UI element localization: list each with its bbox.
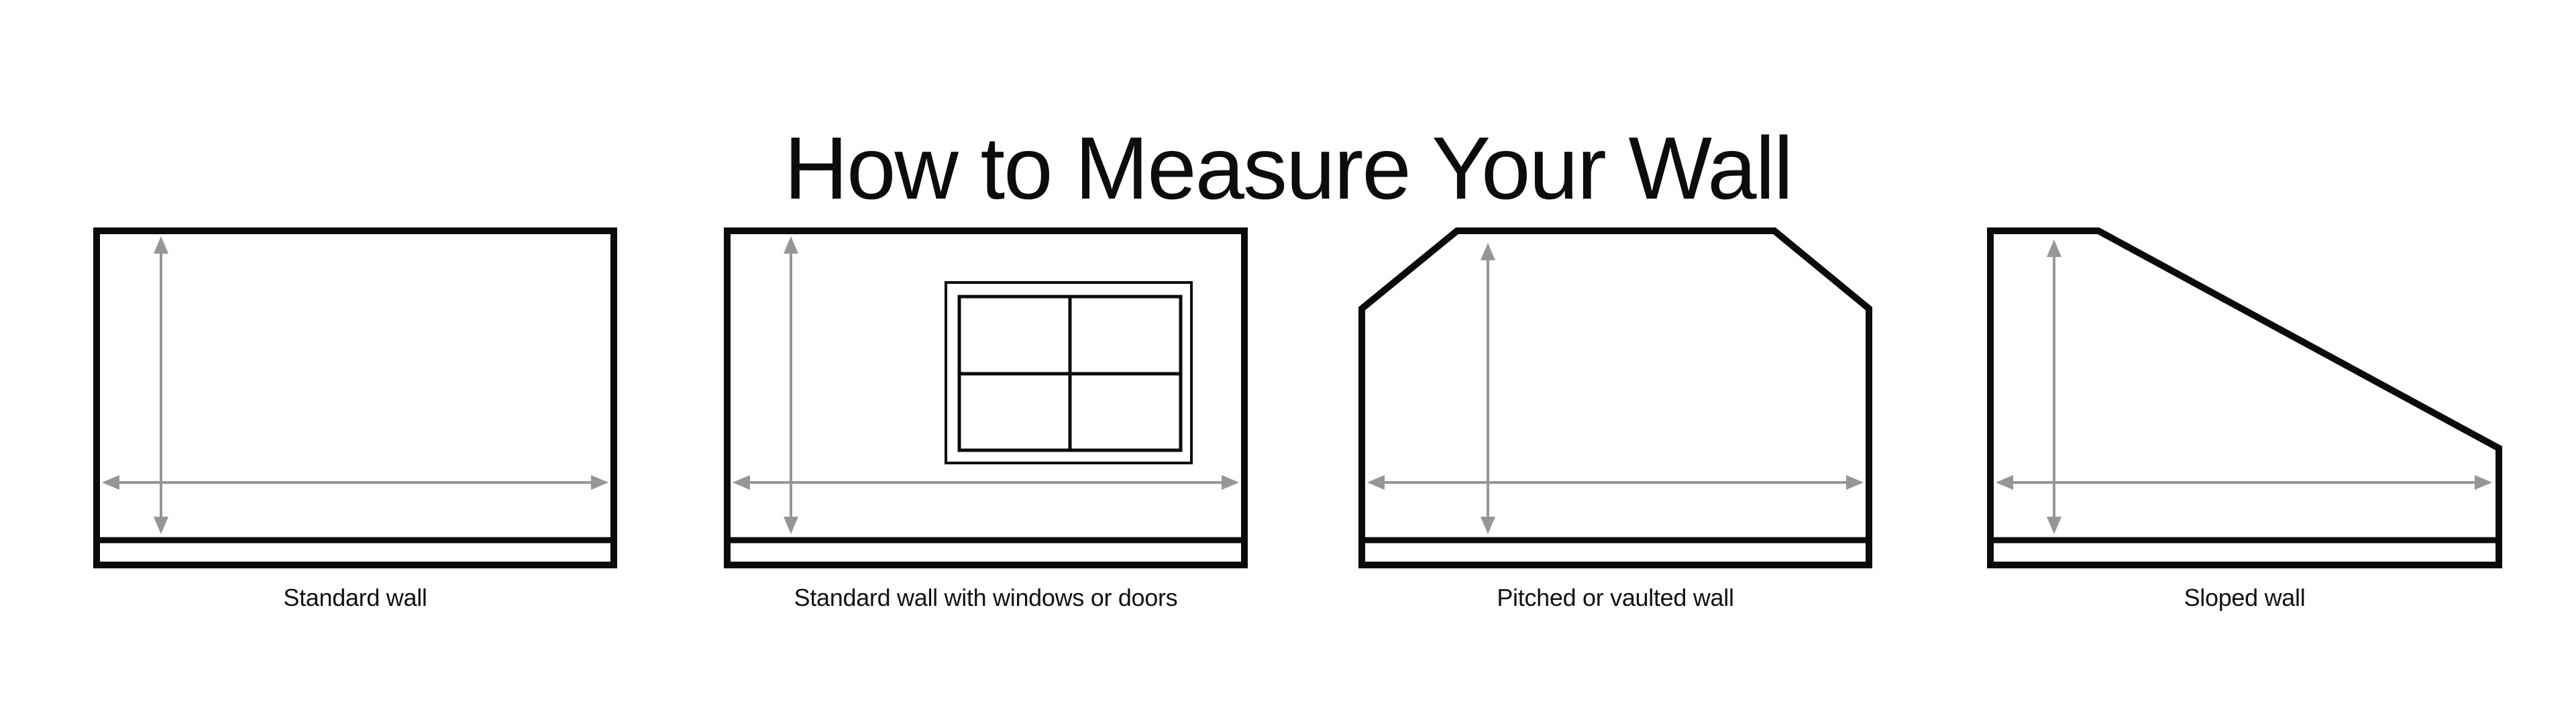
height-measure-arrow-icon: [1481, 243, 1495, 534]
height-measure-arrow-icon: [784, 236, 798, 534]
page-title: How to Measure Your Wall: [784, 119, 1793, 218]
pitched-wall-drawing: [1358, 227, 1872, 568]
diagram-pitched-vaulted-wall: Pitched or vaulted wall: [1358, 227, 1872, 611]
wall-outline: [724, 227, 1248, 568]
diagram-sloped-wall: Sloped wall: [1987, 227, 2502, 611]
wall-outline: [1358, 227, 1872, 568]
wall-outline: [1987, 227, 2502, 568]
width-measure-arrow-icon: [733, 475, 1239, 490]
diagram-standard-wall: Standard wall: [93, 227, 617, 611]
sloped-wall-drawing: [1987, 227, 2502, 568]
wall-outline: [93, 227, 617, 568]
diagram-label: Sloped wall: [2184, 584, 2306, 611]
diagram-standard-wall-windows-doors: Standard wall with windows or doors: [724, 227, 1248, 611]
width-measure-arrow-icon: [1996, 475, 2492, 490]
width-measure-arrow-icon: [1367, 475, 1864, 490]
standard-wall-drawing: [93, 227, 617, 568]
diagram-label: Standard wall: [283, 584, 427, 611]
height-measure-arrow-icon: [2047, 240, 2061, 534]
standard-wall-windows-drawing: [724, 227, 1248, 568]
width-measure-arrow-icon: [102, 475, 608, 490]
diagram-label: Pitched or vaulted wall: [1497, 584, 1734, 611]
height-measure-arrow-icon: [154, 236, 168, 534]
diagram-label: Standard wall with windows or doors: [794, 584, 1178, 611]
window-icon: [945, 281, 1193, 464]
window-outer-frame: [945, 281, 1193, 464]
